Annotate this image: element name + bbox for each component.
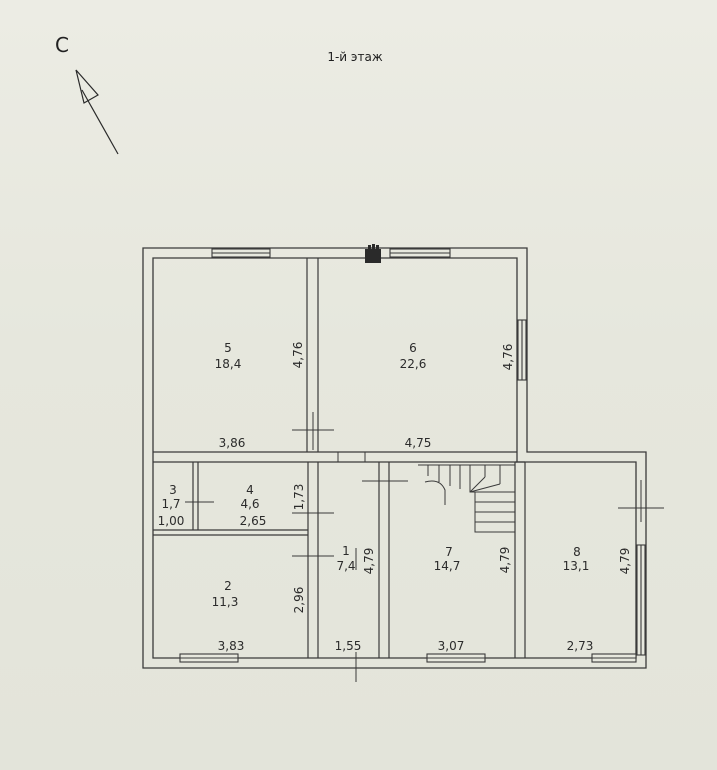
dim-room1-height: 4,79 — [362, 548, 376, 575]
room-area: 18,4 — [215, 357, 242, 371]
plan-title: 1-й этаж — [327, 50, 383, 64]
room-area: 7,4 — [336, 559, 355, 573]
room-1: 1 7,4 — [336, 544, 355, 573]
room-number: 7 — [445, 545, 453, 559]
north-label: С — [55, 33, 69, 57]
room-2: 2 11,3 — [212, 579, 239, 609]
dim-room2-width: 3,83 — [218, 639, 245, 653]
dim-room8-width: 2,73 — [567, 639, 594, 653]
room-area: 13,1 — [563, 559, 590, 573]
dim-room6-width: 4,75 — [405, 436, 432, 450]
dim-room4-height: 1,73 — [292, 484, 306, 511]
room-number: 5 — [224, 341, 232, 355]
dim-room7-height: 4,79 — [498, 547, 512, 574]
room-area: 1,7 — [161, 497, 180, 511]
dim-room3-width: 1,00 — [158, 514, 185, 528]
interior-walls — [153, 258, 526, 658]
dim-room6-height: 4,76 — [501, 344, 515, 371]
north-arrow-icon — [75, 69, 119, 155]
dim-room5-width: 3,86 — [219, 436, 246, 450]
room-area: 11,3 — [212, 595, 239, 609]
room-7: 7 14,7 — [434, 545, 461, 573]
room-number: 6 — [409, 341, 417, 355]
room-number: 8 — [573, 545, 581, 559]
room-4: 4 4,6 — [240, 483, 259, 511]
dim-room1-width: 1,55 — [335, 639, 362, 653]
dim-room5-height: 4,76 — [291, 342, 305, 369]
room-number: 3 — [169, 483, 177, 497]
room-5: 5 18,4 — [215, 341, 242, 371]
windows — [179, 248, 646, 663]
stairs-icon — [418, 464, 515, 533]
room-3: 3 1,7 — [161, 483, 180, 511]
dimension-labels: 4,76 4,76 3,86 4,75 1,73 1,00 2,65 2,96 … — [158, 342, 632, 653]
chimney-icon — [365, 244, 381, 263]
dim-room2-height: 2,96 — [292, 587, 306, 614]
section-marks — [185, 412, 664, 682]
dim-room7-width: 3,07 — [438, 639, 465, 653]
room-number: 2 — [224, 579, 232, 593]
dim-room8-height: 4,79 — [618, 548, 632, 575]
room-area: 22,6 — [400, 357, 427, 371]
room-8: 8 13,1 — [563, 545, 590, 573]
room-number: 4 — [246, 483, 254, 497]
room-6: 6 22,6 — [400, 341, 427, 371]
outer-walls — [142, 247, 647, 669]
room-number: 1 — [342, 544, 350, 558]
room-area: 4,6 — [240, 497, 259, 511]
room-area: 14,7 — [434, 559, 461, 573]
dim-room4-width: 2,65 — [240, 514, 267, 528]
